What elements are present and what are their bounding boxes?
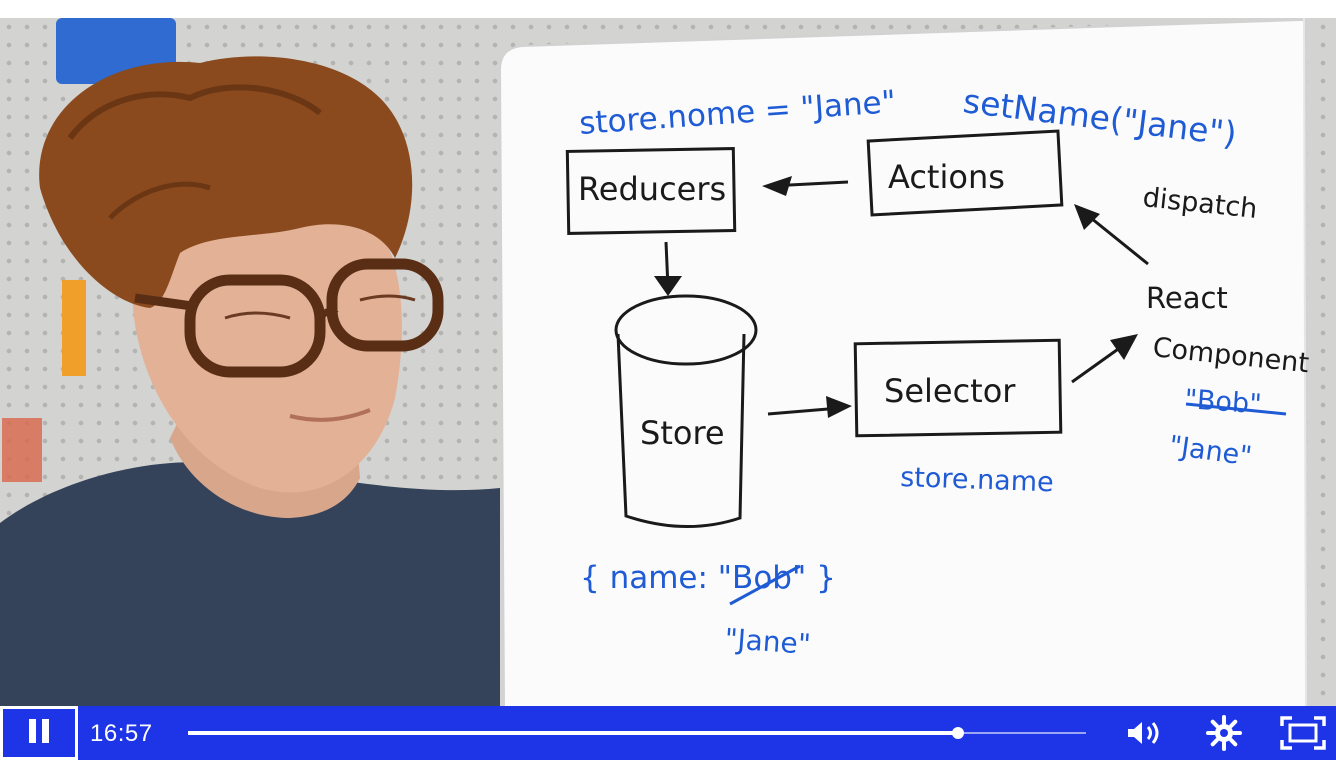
store-state: { name: "Bob" }	[580, 560, 836, 596]
video-scene: store.nome = "Jane" setName("Jane") Redu…	[0, 18, 1310, 708]
reducers-box	[565, 147, 737, 235]
volume-button[interactable]	[1118, 706, 1170, 760]
actions-box	[866, 129, 1064, 217]
pause-icon	[26, 718, 52, 748]
volume-icon	[1128, 722, 1159, 744]
component-old-value: "Bob"	[1184, 384, 1263, 420]
current-time: 16:57	[90, 720, 153, 747]
actions-label: Actions	[888, 158, 1005, 196]
store-to-selector-arrowhead	[826, 396, 852, 418]
presenter	[0, 56, 500, 708]
progress-thumb[interactable]	[951, 727, 964, 739]
pause-button[interactable]	[0, 706, 78, 760]
store-new-value: "Jane"	[724, 622, 812, 661]
fullscreen-icon	[1280, 716, 1326, 750]
pencil-cup-prop	[2, 418, 42, 482]
player-control-bar: 16:57	[0, 706, 1336, 760]
progress-scrubber[interactable]	[188, 725, 1086, 741]
settings-button[interactable]	[1198, 706, 1250, 760]
selector-to-component-arrowhead	[1110, 334, 1138, 360]
dispatch-arrowhead	[1074, 204, 1100, 230]
progress-played	[188, 731, 958, 735]
selector-caption: store.name	[900, 462, 1054, 498]
whiteboard	[498, 18, 1307, 708]
store-label: Store	[640, 414, 725, 452]
component-old-value-strike	[1185, 402, 1287, 416]
store-cylinder-body	[616, 333, 746, 529]
reducers-to-store-arrowhead	[654, 276, 682, 296]
actions-to-reducers-arrowhead	[762, 176, 792, 196]
store-cylinder-top	[614, 294, 758, 366]
store-state-strike	[729, 564, 801, 606]
dispatch-arrow	[1085, 212, 1149, 266]
video-player[interactable]: store.nome = "Jane" setName("Jane") Redu…	[0, 18, 1336, 760]
video-frame[interactable]: store.nome = "Jane" setName("Jane") Redu…	[0, 18, 1336, 708]
selector-box	[853, 338, 1063, 438]
gear-icon	[1206, 715, 1242, 751]
orange-folder-prop	[62, 280, 86, 376]
reducers-label: Reducers	[578, 170, 726, 208]
fullscreen-button[interactable]	[1274, 706, 1332, 760]
selector-label: Selector	[884, 372, 1016, 410]
react-label: React	[1146, 281, 1228, 315]
